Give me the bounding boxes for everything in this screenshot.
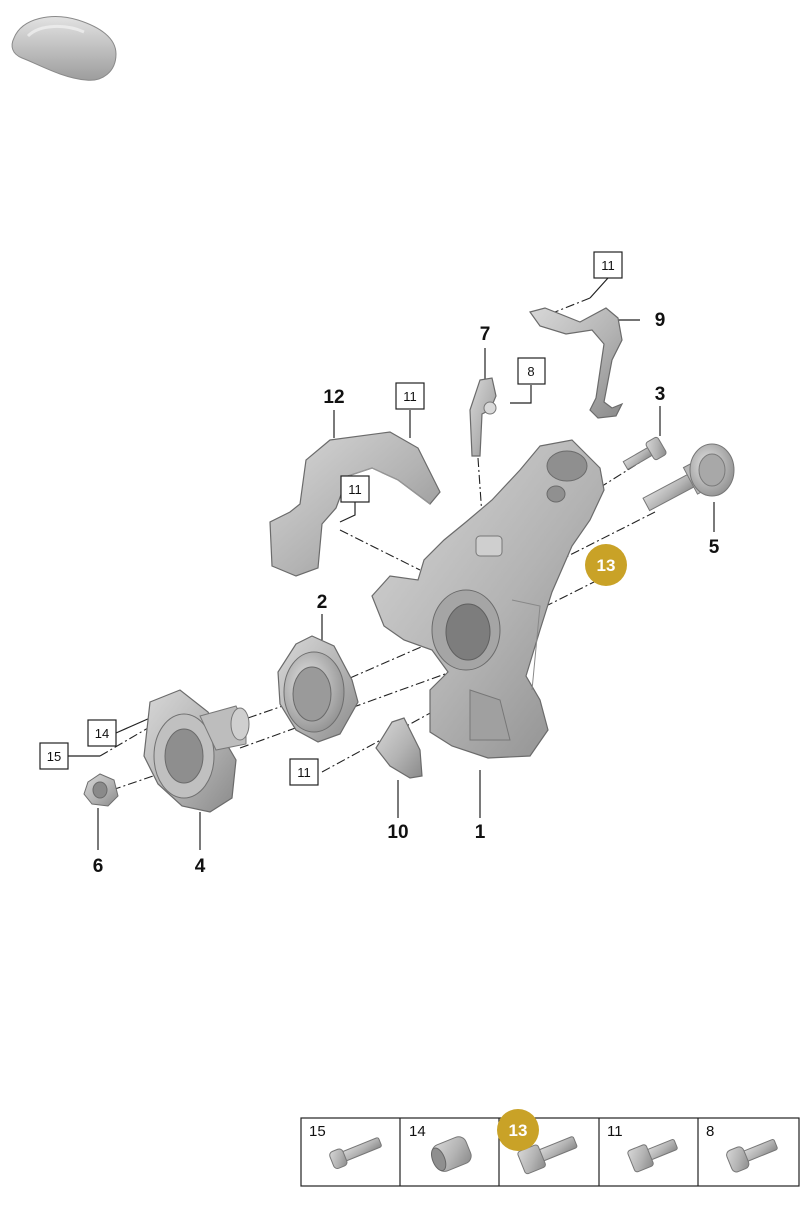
wheel-hub-part — [143, 689, 250, 813]
svg-text:14: 14 — [95, 726, 109, 741]
bracket-part — [529, 307, 624, 419]
callout-7: 7 — [480, 324, 491, 345]
svg-text:13: 13 — [509, 1121, 528, 1140]
small-shield-part — [375, 717, 423, 779]
svg-text:15: 15 — [309, 1123, 326, 1140]
legend-item-14[interactable]: 14 — [409, 1123, 474, 1175]
boxed-callout-8: 8 — [517, 357, 546, 385]
callout-1: 1 — [475, 822, 486, 843]
wheel-bearing-part — [277, 635, 359, 743]
callout-9: 9 — [655, 310, 666, 331]
hub-nut-part — [83, 773, 119, 807]
boxed-callout-11-lower: 11 — [289, 758, 319, 786]
speed-sensor-part — [469, 377, 497, 457]
svg-text:8: 8 — [527, 364, 534, 379]
callout-10: 10 — [387, 822, 408, 843]
callout-4: 4 — [195, 856, 206, 877]
callout-labels: 1 2 3 4 5 6 7 9 10 12 11 8 11 11 14 — [39, 251, 720, 877]
legend-badge-13: 13 — [497, 1109, 539, 1151]
legend-item-8[interactable]: 8 — [706, 1123, 780, 1173]
svg-text:11: 11 — [601, 258, 615, 273]
hex-bolt-icon — [517, 1136, 578, 1175]
boxed-callout-14: 14 — [87, 719, 117, 747]
boxed-callout-11-shield-top: 11 — [395, 382, 425, 410]
flanged-bolt-icon — [726, 1139, 778, 1173]
legend-item-15[interactable]: 15 — [309, 1123, 383, 1170]
svg-text:8: 8 — [706, 1123, 714, 1140]
boxed-callout-11-top: 11 — [593, 251, 623, 279]
callout-12: 12 — [323, 387, 344, 408]
callout-3: 3 — [655, 384, 666, 405]
bolt-3-part — [622, 436, 667, 471]
hex-bolt-short-icon — [627, 1139, 678, 1173]
steering-knuckle-part — [371, 439, 605, 759]
legend-item-13[interactable]: 13 — [497, 1109, 580, 1175]
svg-text:11: 11 — [403, 389, 417, 404]
highlight-badge-13[interactable]: 13 — [585, 544, 627, 586]
boxed-callout-15: 15 — [39, 742, 69, 770]
legend-item-11[interactable]: 11 — [607, 1123, 680, 1173]
callout-2: 2 — [317, 592, 328, 613]
svg-text:11: 11 — [607, 1123, 623, 1140]
car-thumbnail-icon — [11, 16, 117, 81]
svg-text:11: 11 — [297, 765, 311, 780]
splash-shield-part — [269, 431, 441, 577]
svg-text:11: 11 — [348, 482, 362, 497]
svg-text:14: 14 — [409, 1123, 426, 1140]
bolt-with-collar-icon — [329, 1137, 382, 1170]
fastener-legend: 15 14 13 11 — [300, 1109, 800, 1187]
boxed-callout-11-shield-mid: 11 — [340, 475, 370, 503]
svg-text:15: 15 — [47, 749, 61, 764]
nut-sleeve-icon — [430, 1136, 472, 1172]
drive-shaft-part — [642, 443, 735, 512]
callout-6: 6 — [93, 856, 104, 877]
svg-text:13: 13 — [597, 556, 616, 575]
callout-5: 5 — [709, 537, 720, 558]
